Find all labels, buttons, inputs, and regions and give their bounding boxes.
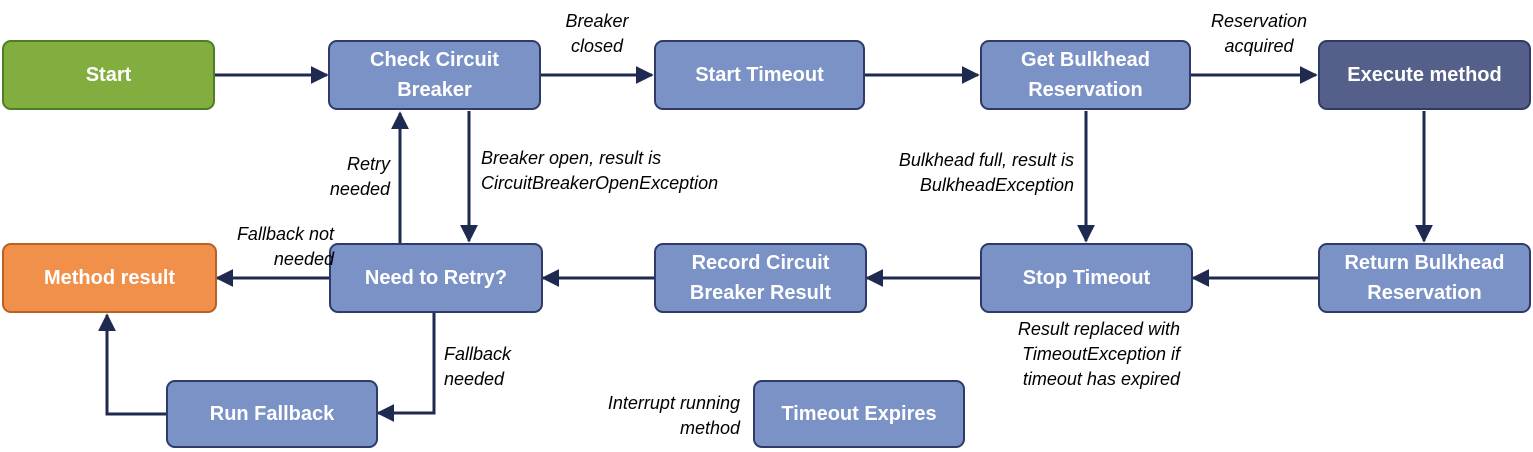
execute-method-node: Execute method — [1318, 40, 1531, 110]
stop-timeout-node: Stop Timeout — [980, 243, 1193, 313]
start-timeout-node: Start Timeout — [654, 40, 865, 110]
label-result-replaced-line-1: Result replaced with — [1017, 319, 1180, 339]
timeout-expires-node: Timeout Expires — [753, 380, 965, 448]
method-result-node: Method result — [2, 243, 217, 313]
label-breaker-closed-line-2: closed — [570, 36, 624, 56]
return-bulkhead-label-line-2: Reservation — [1367, 282, 1482, 304]
label-interrupt-line-1: Interrupt running — [607, 393, 740, 413]
label-retry-needed: Retry needed — [300, 152, 390, 202]
need-to-retry-node: Need to Retry? — [329, 243, 543, 313]
arrow-need-retry-to-run-fallback — [376, 313, 436, 422]
label-breaker-open-line-2: CircuitBreakerOpenException — [481, 173, 719, 193]
arrow-run-fallback-to-method-result — [98, 313, 166, 416]
label-breaker-open: Breaker open, result is CircuitBreakerOpe… — [481, 146, 718, 196]
label-fallback-not-needed: Fallback not needed — [190, 222, 334, 272]
run-fallback-label: Run Fallback — [209, 403, 335, 425]
stop-timeout-label: Stop Timeout — [1022, 267, 1151, 289]
check-circuit-breaker-label-line-1: Check Circuit — [370, 49, 499, 71]
label-reservation-acquired-line-2: acquired — [1224, 36, 1294, 56]
label-bulkhead-full-line-2: BulkheadException — [919, 175, 1074, 195]
start-node: Start — [2, 40, 215, 110]
label-result-replaced-line-3: timeout has expired — [1022, 369, 1180, 389]
need-to-retry-label: Need to Retry? — [364, 267, 508, 289]
label-reservation-acquired-line-1: Reservation — [1210, 11, 1308, 31]
label-interrupt-running-method: Interrupt running method — [570, 391, 740, 441]
label-reservation-acquired: Reservation acquired — [1196, 9, 1322, 59]
check-circuit-breaker-label-line-2: Breaker — [397, 79, 472, 101]
label-fallback-needed-line-1: Fallback — [444, 344, 512, 364]
label-breaker-open-line-1: Breaker open, result is — [481, 148, 662, 168]
label-fallback-not-needed-line-2: needed — [273, 249, 334, 269]
label-fallback-needed-line-2: needed — [444, 369, 505, 389]
get-bulkhead-label-line-1: Get Bulkhead — [1021, 49, 1150, 71]
start-node-label: Start — [85, 64, 132, 86]
execute-method-label: Execute method — [1347, 64, 1502, 86]
return-bulkhead-label-line-1: Return Bulkhead — [1344, 252, 1505, 274]
label-retry-needed-line-2: needed — [329, 179, 390, 199]
timeout-expires-label: Timeout Expires — [781, 403, 937, 425]
label-bulkhead-full-line-1: Bulkhead full, result is — [898, 150, 1074, 170]
label-fallback-needed: Fallback needed — [444, 342, 511, 392]
run-fallback-node: Run Fallback — [166, 380, 378, 448]
label-fallback-not-needed-line-1: Fallback not — [236, 224, 334, 244]
label-breaker-closed-line-1: Breaker — [565, 11, 629, 31]
label-result-replaced-line-2: TimeoutException if — [1022, 344, 1180, 364]
get-bulkhead-label-line-2: Reservation — [1028, 79, 1143, 101]
label-interrupt-line-2: method — [679, 418, 740, 438]
start-timeout-label: Start Timeout — [695, 64, 824, 86]
label-breaker-closed: Breaker closed — [555, 9, 639, 59]
label-retry-needed-line-1: Retry — [346, 154, 390, 174]
record-breaker-label-line-2: Breaker Result — [689, 282, 832, 304]
label-bulkhead-full: Bulkhead full, result is BulkheadExceptio… — [840, 148, 1074, 198]
record-breaker-label-line-1: Record Circuit — [691, 252, 830, 274]
method-result-label: Method result — [43, 267, 176, 289]
